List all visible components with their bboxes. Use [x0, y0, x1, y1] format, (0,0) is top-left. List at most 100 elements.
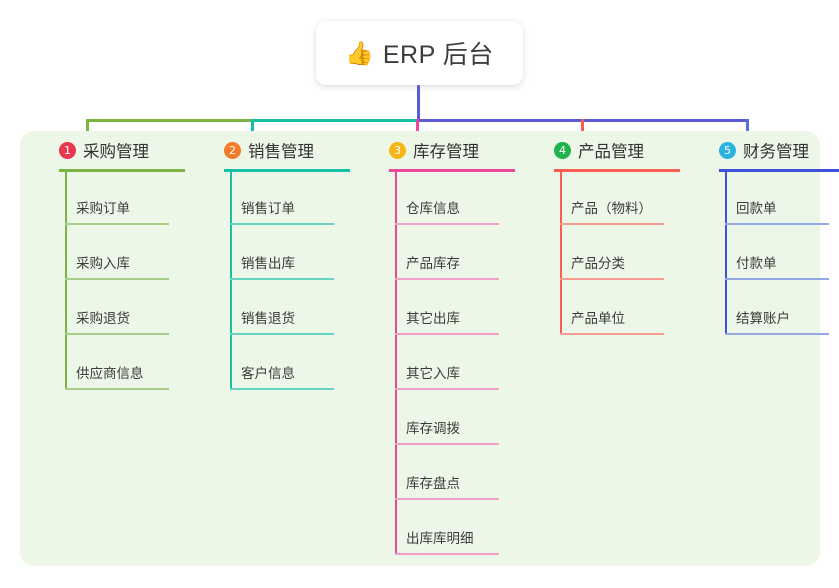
branch-title-5: 财务管理: [743, 143, 809, 161]
thumbs-up-icon: 👍: [345, 39, 374, 66]
leaf-node-label: 库存盘点: [406, 476, 460, 491]
leaf-node-label: 采购入库: [76, 256, 130, 271]
leaf-node[interactable]: 仓库信息: [395, 191, 499, 225]
branch-spine-5: [725, 171, 727, 335]
leaf-node-label: 产品单位: [571, 311, 625, 326]
leaf-node-label: 其它入库: [406, 366, 460, 381]
leaf-node-underline: [65, 278, 169, 280]
branch-column-4: 4 产品管理产品（物料） 产品分类产品单位: [536, 131, 696, 335]
root-node-title: ERP 后台: [382, 41, 494, 69]
leaf-node[interactable]: 产品库存: [395, 246, 499, 280]
leaf-node-underline: [725, 278, 829, 280]
leaf-node-label: 销售退货: [241, 311, 295, 326]
leaf-node-underline: [725, 223, 829, 225]
branches-panel: 1 采购管理采购订单采购入库采购退货供应商信息 2 销售管理销售订单销售出库销售退货客…: [20, 131, 839, 566]
leaf-node[interactable]: 销售出库: [230, 246, 334, 280]
leaf-node-label: 销售订单: [241, 201, 295, 216]
leaf-node-underline: [395, 278, 499, 280]
leaf-node-label: 销售出库: [241, 256, 295, 271]
leaf-node-underline: [65, 223, 169, 225]
leaf-node[interactable]: 供应商信息: [65, 356, 169, 390]
branch-header-4[interactable]: 4 产品管理: [536, 131, 696, 169]
leaf-node-label: 采购订单: [76, 201, 130, 216]
leaf-node-label: 结算账户: [736, 311, 790, 326]
branch-title-4: 产品管理: [578, 143, 644, 161]
leaf-node-label: 库存调拨: [406, 421, 460, 436]
branch-title-1: 采购管理: [83, 143, 149, 161]
leaf-node[interactable]: 其它入库: [395, 356, 499, 390]
leaf-node-underline: [560, 278, 664, 280]
branch-badge-4: 4: [554, 141, 571, 159]
leaf-node[interactable]: 采购退货: [65, 301, 169, 335]
leaf-node-underline: [230, 278, 334, 280]
branch-badge-1: 1: [59, 141, 76, 159]
leaf-node[interactable]: 付款单: [725, 246, 829, 280]
leaf-node[interactable]: 库存调拨: [395, 411, 499, 445]
branch-title-3: 库存管理: [413, 143, 479, 161]
leaf-node-label: 产品（物料）: [571, 201, 652, 216]
leaf-node-underline: [395, 498, 499, 500]
leaf-node[interactable]: 产品（物料）: [560, 191, 664, 225]
branch-header-1[interactable]: 1 采购管理: [41, 131, 201, 169]
branch-title-2: 销售管理: [248, 143, 314, 161]
branch-spine-2: [230, 171, 232, 390]
leaf-node-label: 仓库信息: [406, 201, 460, 216]
leaf-node-underline: [395, 443, 499, 445]
leaf-node[interactable]: 回款单: [725, 191, 829, 225]
branch-spine-1: [65, 171, 67, 390]
leaf-node-underline: [395, 333, 499, 335]
leaf-node-label: 客户信息: [241, 366, 295, 381]
branch-underline-3: [389, 169, 515, 172]
branch-underline-5: [719, 169, 839, 172]
branch-badge-3: 3: [389, 141, 406, 159]
branch-header-5[interactable]: 5 财务管理: [701, 131, 839, 169]
branch-header-3[interactable]: 3 库存管理: [371, 131, 531, 169]
leaf-node-underline: [395, 223, 499, 225]
leaf-node-label: 其它出库: [406, 311, 460, 326]
leaf-node[interactable]: 采购订单: [65, 191, 169, 225]
leaf-node[interactable]: 销售订单: [230, 191, 334, 225]
leaf-node[interactable]: 产品单位: [560, 301, 664, 335]
branch-header-2[interactable]: 2 销售管理: [206, 131, 366, 169]
leaf-node-label: 回款单: [736, 201, 777, 216]
leaf-node-underline: [560, 333, 664, 335]
root-node-erp-backend[interactable]: 👍 ERP 后台: [316, 21, 523, 85]
leaf-node-label: 供应商信息: [76, 366, 144, 381]
connector-hbar-teal: [251, 119, 417, 122]
leaf-node[interactable]: 其它出库: [395, 301, 499, 335]
branch-spine-3: [395, 171, 397, 555]
branch-spine-4: [560, 171, 562, 335]
leaf-node[interactable]: 采购入库: [65, 246, 169, 280]
connector-root-stem: [417, 85, 420, 122]
leaf-node-underline: [725, 333, 829, 335]
branch-column-2: 2 销售管理销售订单销售出库销售退货客户信息: [206, 131, 366, 390]
connector-hbar-green: [86, 119, 252, 122]
branch-column-3: 3 库存管理仓库信息产品库存其它出库其它入库库存调拨库存盘点出库库明细: [371, 131, 531, 555]
leaf-node[interactable]: 出库库明细: [395, 521, 499, 555]
leaf-node-underline: [230, 333, 334, 335]
leaf-node-underline: [65, 333, 169, 335]
branch-underline-2: [224, 169, 350, 172]
branch-underline-1: [59, 169, 185, 172]
leaf-node[interactable]: 结算账户: [725, 301, 829, 335]
leaf-node[interactable]: 客户信息: [230, 356, 334, 390]
leaf-node-label: 出库库明细: [406, 531, 474, 546]
leaf-node-label: 采购退货: [76, 311, 130, 326]
leaf-node-underline: [560, 223, 664, 225]
branch-column-1: 1 采购管理采购订单采购入库采购退货供应商信息: [41, 131, 201, 390]
leaf-node-underline: [395, 388, 499, 390]
leaf-node-label: 产品库存: [406, 256, 460, 271]
leaf-node[interactable]: 销售退货: [230, 301, 334, 335]
branch-badge-5: 5: [719, 141, 736, 159]
leaf-node[interactable]: 产品分类: [560, 246, 664, 280]
leaf-node-underline: [65, 388, 169, 390]
leaf-node[interactable]: 库存盘点: [395, 466, 499, 500]
leaf-node-underline: [230, 388, 334, 390]
branch-badge-2: 2: [224, 141, 241, 159]
leaf-node-label: 产品分类: [571, 256, 625, 271]
branch-column-5: 5 财务管理回款单付款单结算账户: [701, 131, 839, 335]
leaf-node-underline: [230, 223, 334, 225]
leaf-node-label: 付款单: [736, 256, 777, 271]
branch-underline-4: [554, 169, 680, 172]
